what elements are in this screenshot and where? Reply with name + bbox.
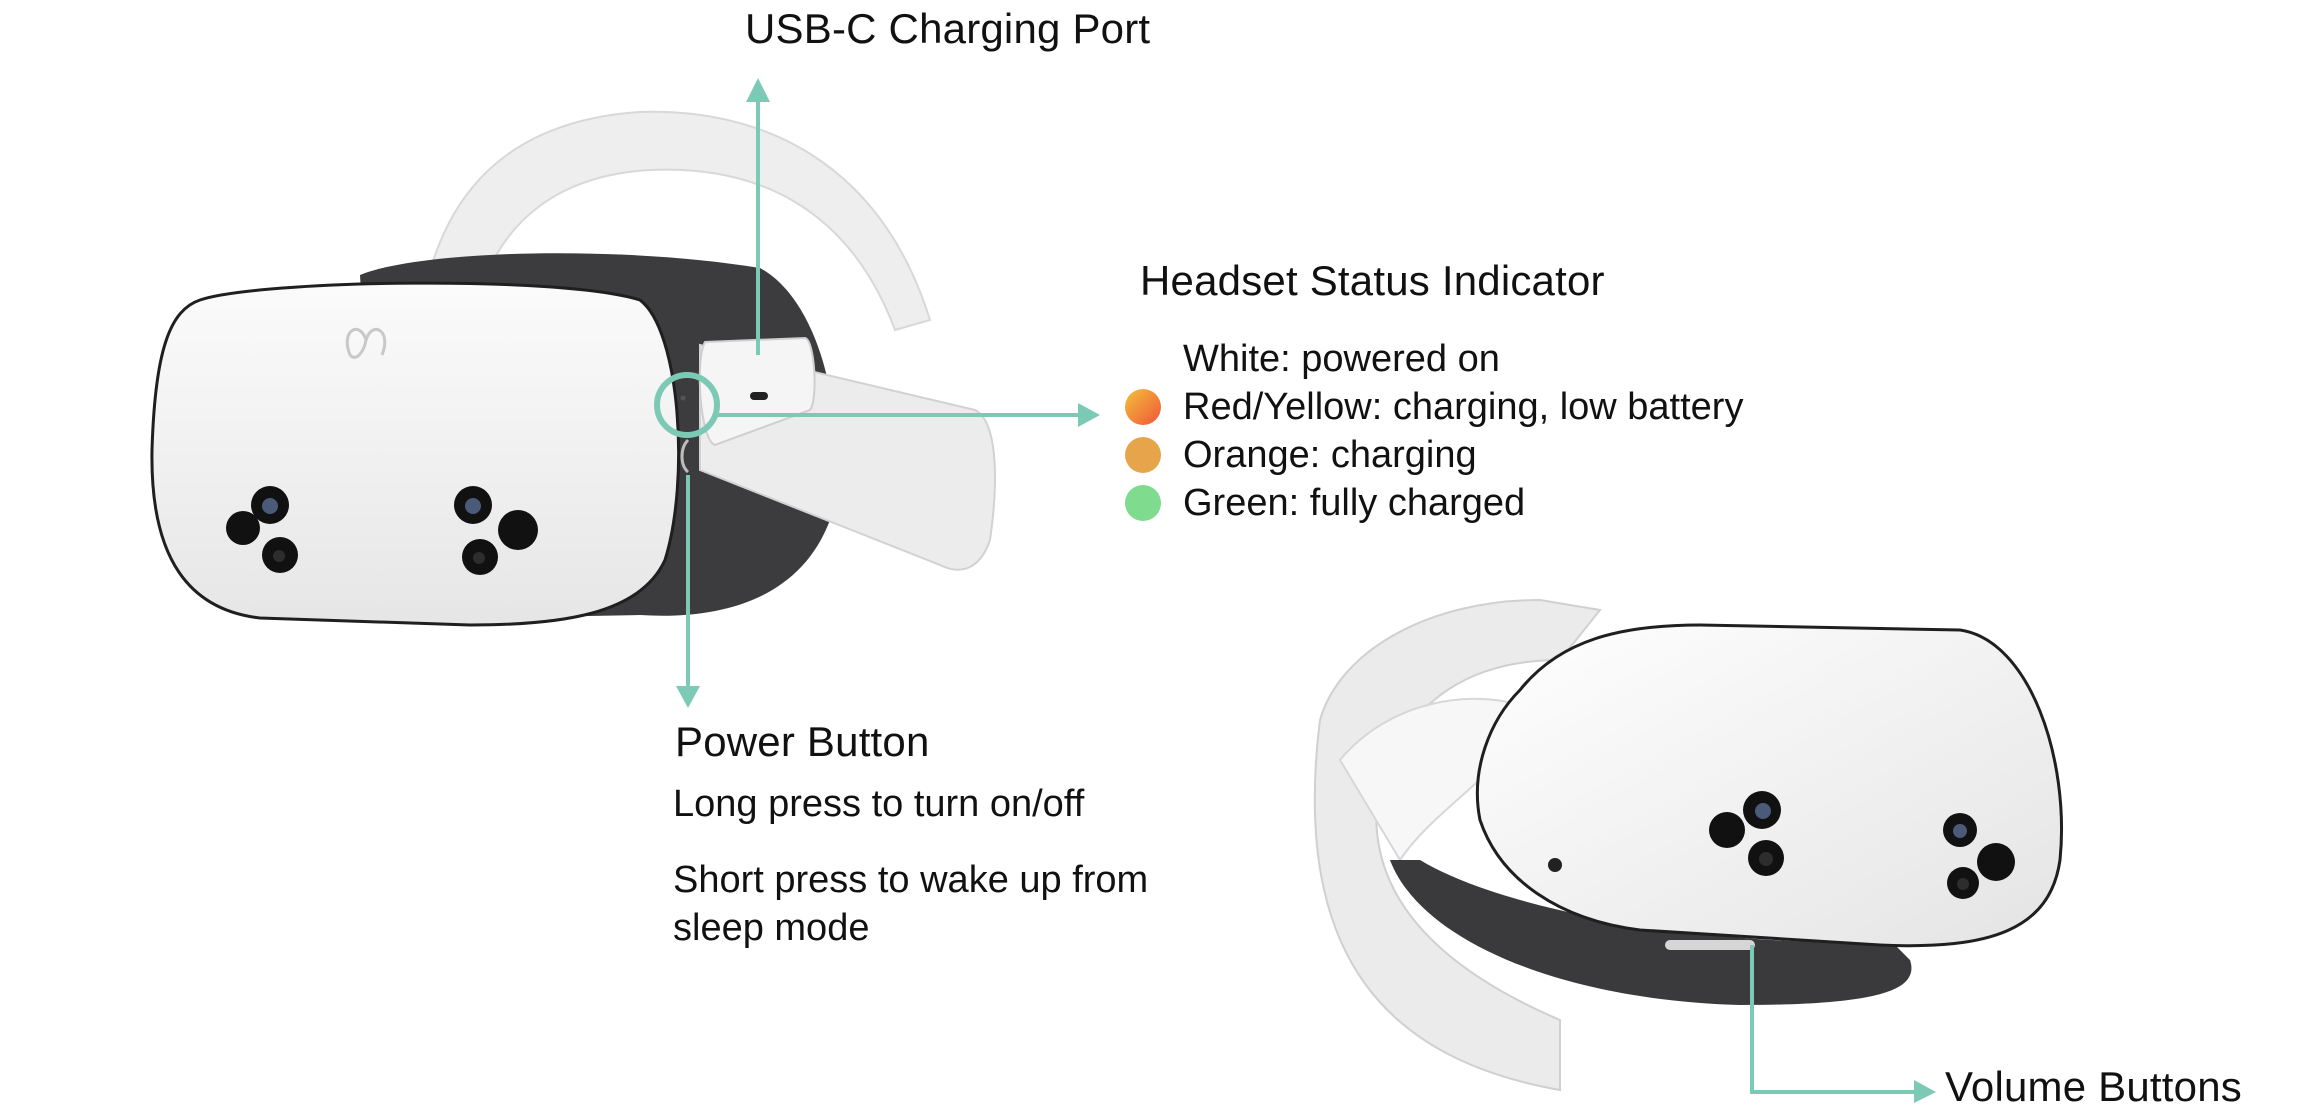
headset-front-view — [150, 110, 996, 627]
status-indicator-list: White: powered on Red/Yellow: charging, … — [1125, 335, 1743, 527]
status-arrowhead — [1078, 403, 1100, 427]
usb-c-arrowhead — [746, 78, 770, 102]
top-strap — [423, 110, 932, 332]
status-indicator-highlight — [654, 372, 720, 438]
facial-interface-angled — [1390, 860, 1912, 1005]
front-visor — [150, 281, 681, 627]
power-desc-short-press: Short press to wake up from sleep mode — [673, 859, 1149, 949]
status-item-green: Green: fully charged — [1125, 479, 1743, 527]
white-dot-icon — [1125, 341, 1161, 377]
camera-cluster-left-angled — [1709, 791, 1784, 876]
camera-cluster-right-angled — [1943, 813, 2015, 899]
status-indicator-label: Headset Status Indicator — [1140, 257, 1605, 304]
camera-cluster-left — [226, 486, 298, 573]
meta-logo — [345, 327, 387, 359]
front-visor-angled — [1475, 623, 2064, 948]
strap-arm — [698, 336, 816, 447]
power-button-description: Long press to turn on/off Short press to… — [673, 780, 1233, 980]
red-yellow-dot-icon — [1125, 389, 1161, 425]
usb-c-port — [750, 392, 768, 400]
green-dot-icon — [1125, 485, 1161, 521]
status-led — [680, 395, 686, 401]
power-button — [680, 438, 690, 474]
power-button-label: Power Button — [675, 718, 930, 765]
callouts — [676, 78, 1936, 1103]
status-item-white: White: powered on — [1125, 335, 1743, 383]
camera-cluster-right — [454, 486, 538, 575]
volume-rocker — [1665, 940, 1755, 950]
status-item-orange: Orange: charging — [1125, 431, 1743, 479]
power-desc-long-press: Long press to turn on/off — [673, 783, 1085, 825]
side-sensor — [1548, 858, 1562, 872]
status-item-red-yellow: Red/Yellow: charging, low battery — [1125, 383, 1743, 431]
power-arrowhead — [676, 686, 700, 708]
usb-c-label: USB-C Charging Port — [745, 5, 1151, 52]
headset-angled-view — [1313, 598, 2064, 1092]
orange-dot-icon — [1125, 437, 1161, 473]
volume-callout-line — [1750, 945, 1916, 1094]
volume-arrowhead — [1914, 1080, 1936, 1103]
volume-buttons-label: Volume Buttons — [1945, 1063, 2242, 1110]
